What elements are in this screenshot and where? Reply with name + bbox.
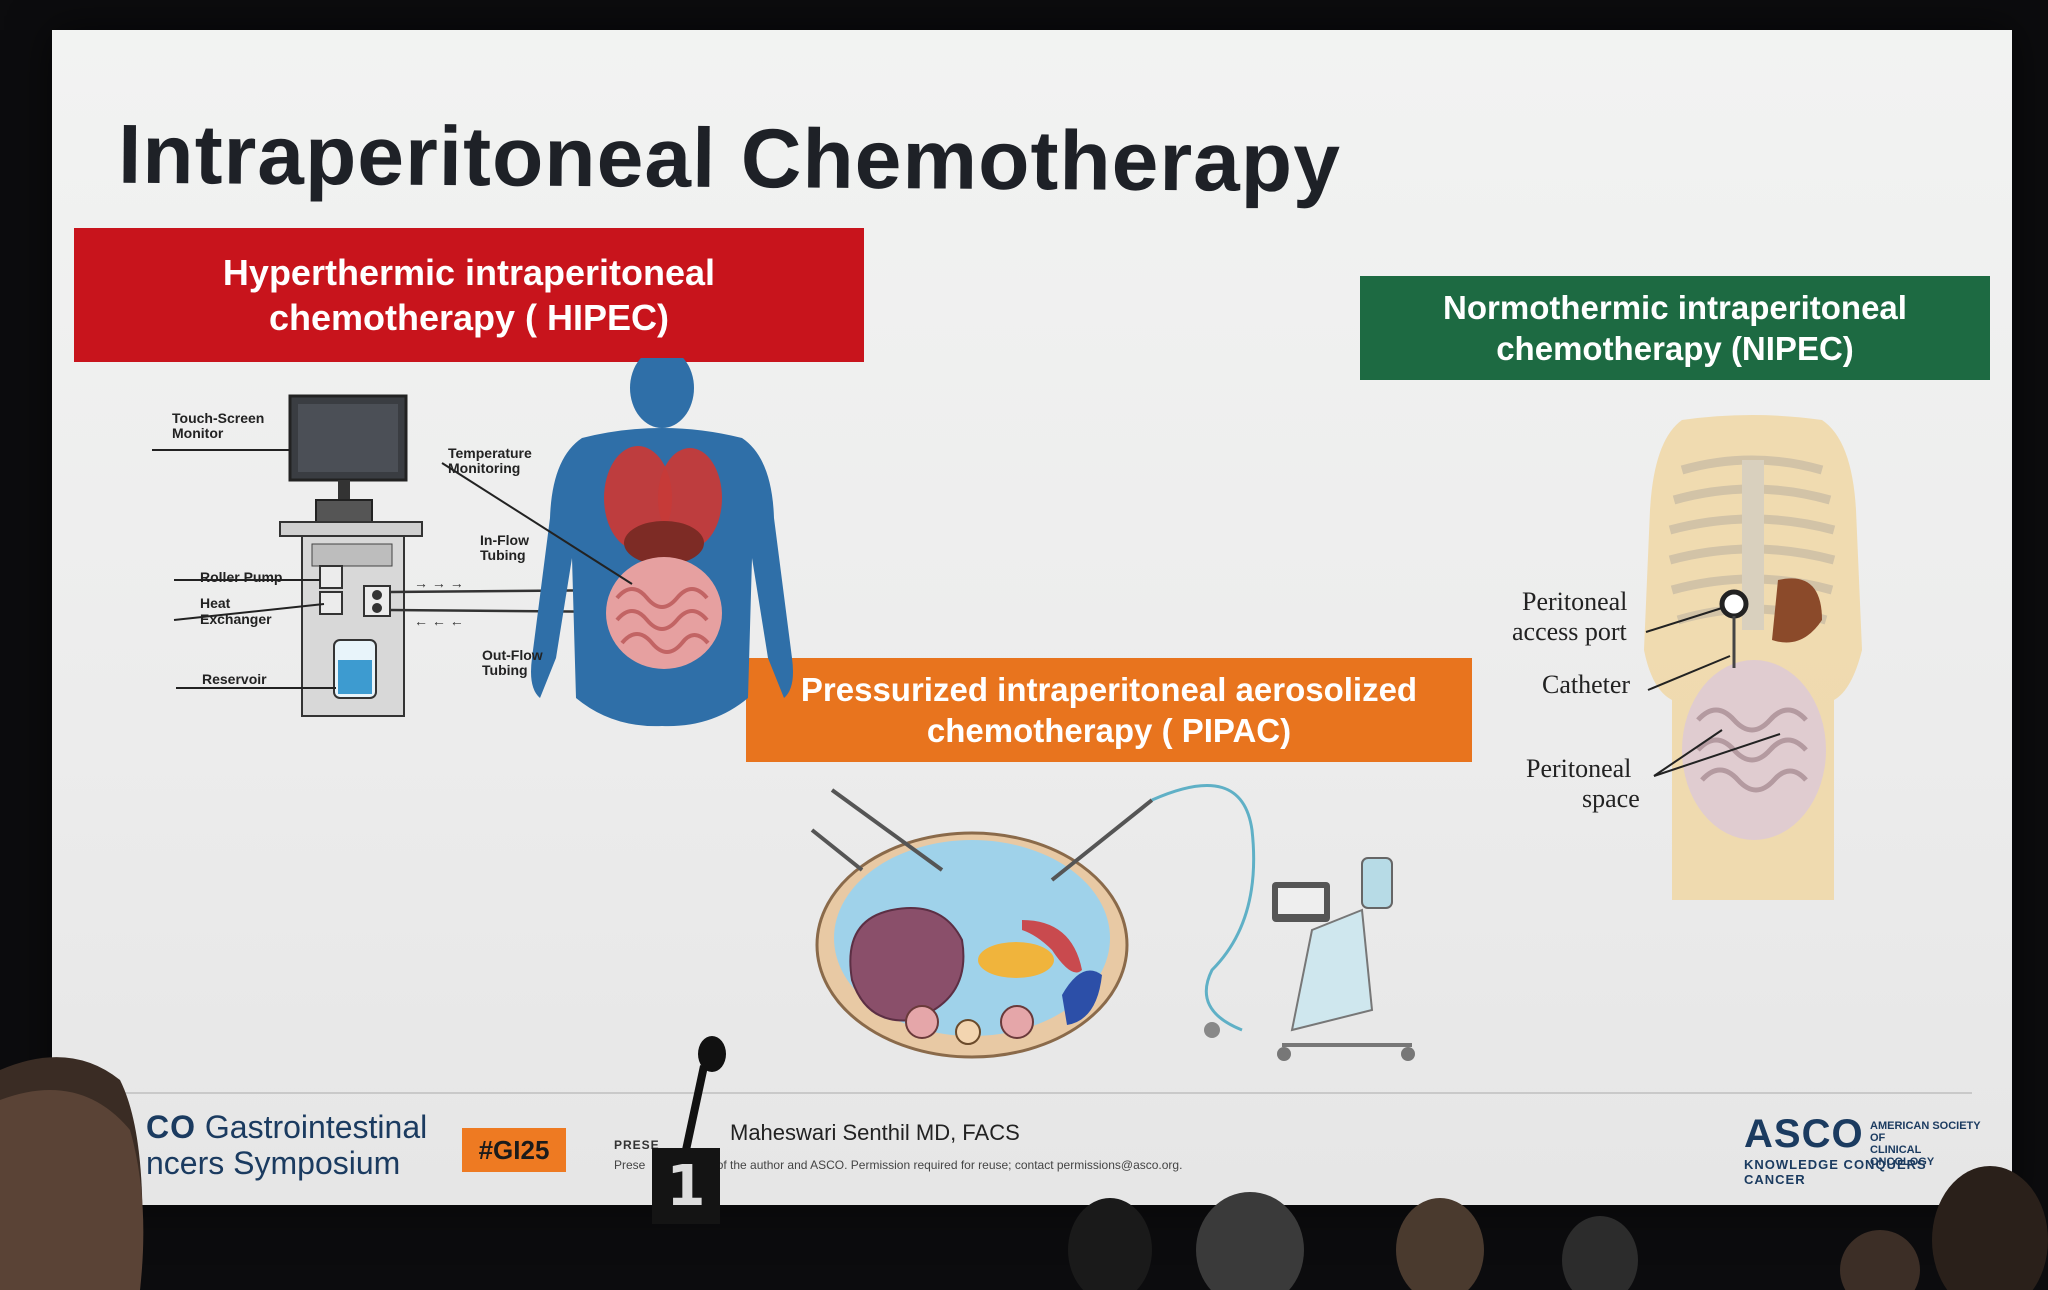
disclaimer-start: Prese xyxy=(614,1158,646,1172)
asco-logo: ASCO AMERICAN SOCIETY OF CLINICAL ONCOLO… xyxy=(1744,1112,1984,1187)
hipec-banner: Hyperthermic intraperitoneal chemotherap… xyxy=(74,228,864,362)
disclaimer-end: erty of the author and ASCO. Permission … xyxy=(693,1158,1183,1172)
asco-wordmark: ASCO xyxy=(1744,1112,1864,1156)
hipec-illustration: → → → ← ← ← Touch-Screen Monitor Tempera… xyxy=(152,358,793,727)
hashtag-badge: #GI25 xyxy=(462,1128,566,1172)
symposium-line1: Gastrointestinal xyxy=(204,1109,428,1145)
symposium-logo: CO Gastrointestinal ncers Symposium xyxy=(146,1109,428,1182)
label-port-1: Peritoneal xyxy=(1522,587,1627,616)
presenter-name: Maheswari Senthil MD, FACS xyxy=(730,1120,1020,1145)
trocars xyxy=(810,788,1154,882)
asco-society: AMERICAN SOCIETY OF CLINICAL ONCOLOGY xyxy=(1870,1120,1981,1169)
podium-number: 1 xyxy=(652,1148,720,1224)
label-catheter: Catheter xyxy=(1542,670,1630,699)
presenter-label: PRESE xyxy=(614,1138,660,1152)
human-body-figure xyxy=(531,358,793,727)
label-inflow-1: In-Flow xyxy=(480,532,529,548)
nipec-illustration: Peritoneal access port Catheter Peritone… xyxy=(1512,415,1862,900)
svg-text:← ← ←: ← ← ← xyxy=(414,613,464,629)
label-heat-1: Heat xyxy=(200,595,231,611)
pipac-banner: Pressurized intraperitoneal aerosolized … xyxy=(746,658,1472,762)
label-outflow-2: Tubing xyxy=(482,662,528,678)
svg-text:→ → →: → → → xyxy=(414,575,464,591)
torso-figure xyxy=(1644,415,1862,900)
label-temperature-1: Temperature xyxy=(448,445,532,461)
abdomen-cross-section xyxy=(815,831,1129,1059)
label-temperature-2: Monitoring xyxy=(448,460,520,476)
pipac-illustration xyxy=(810,784,1415,1061)
symposium-line2: ncers Symposium xyxy=(146,1144,401,1181)
slide: Intraperitoneal Chemotherapy Hyperthermi… xyxy=(52,30,2012,1205)
hipec-machine xyxy=(279,394,423,717)
label-monitor-1: Touch-Screen xyxy=(172,410,264,426)
label-space-2: space xyxy=(1582,784,1640,813)
label-monitor-2: Monitor xyxy=(172,425,224,441)
label-port-2: access port xyxy=(1512,617,1628,646)
nipec-banner: Normothermic intraperitoneal chemotherap… xyxy=(1360,276,1990,380)
injector-machine xyxy=(1272,857,1415,1061)
footer-divider xyxy=(112,1092,1972,1094)
slide-title: Intraperitoneal Chemotherapy xyxy=(117,106,1342,210)
label-space-1: Peritoneal xyxy=(1526,754,1631,783)
disclaimer: Prese erty of the author and ASCO. Permis… xyxy=(614,1158,1182,1172)
label-inflow-2: Tubing xyxy=(480,547,526,563)
symposium-brand: CO xyxy=(146,1109,196,1145)
label-heat-2: Exchanger xyxy=(200,611,272,627)
label-reservoir: Reservoir xyxy=(202,671,267,687)
asco-tagline: KNOWLEDGE CONQUERS CANCER xyxy=(1744,1157,1927,1187)
label-outflow-1: Out-Flow xyxy=(482,647,543,663)
label-roller-pump: Roller Pump xyxy=(200,569,282,585)
